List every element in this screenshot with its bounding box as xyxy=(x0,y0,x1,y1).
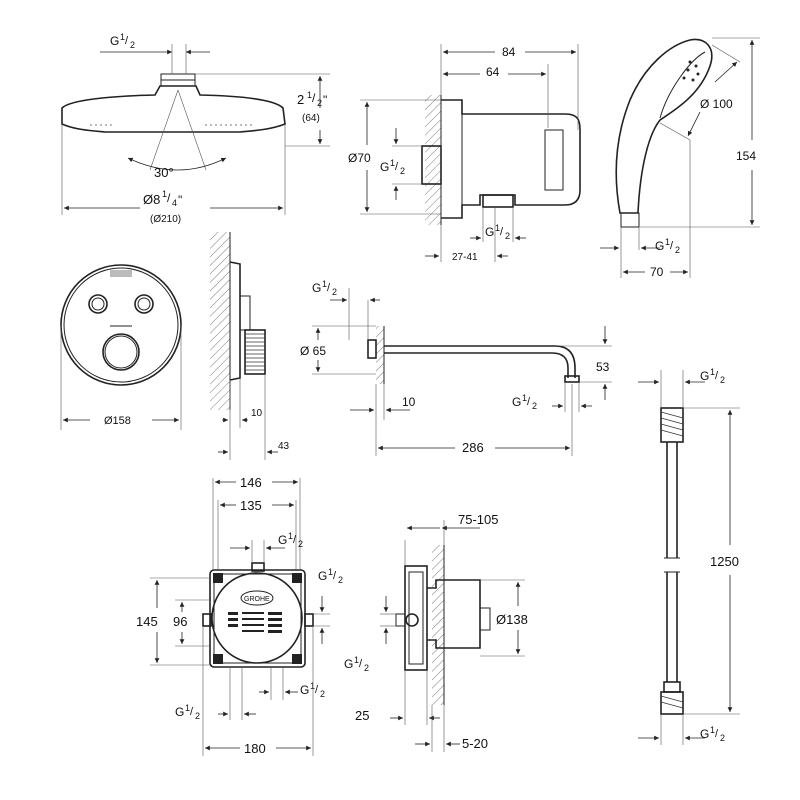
svg-text:/: / xyxy=(312,91,316,105)
head-diameter-inch: Ø8 xyxy=(143,192,160,207)
box-width-inner: 135 xyxy=(240,498,262,513)
side-diameter: Ø138 xyxy=(496,612,528,627)
shower-arm-view: Ø 65 10 286 53 xyxy=(300,279,612,456)
outlet-depth-inner: 64 xyxy=(486,65,500,79)
svg-text:1: 1 xyxy=(162,189,167,199)
head-angle-label: 30° xyxy=(154,165,174,180)
plate-thickness: 10 xyxy=(251,408,263,419)
arm-wall-gap: 10 xyxy=(402,395,416,409)
outlet-range: 27-41 xyxy=(452,252,478,263)
hand-shower-view: Ø 100 154 70 xyxy=(600,37,760,279)
side-offset: 25 xyxy=(355,708,369,723)
wall-outlet-view: 84 64 Ø70 27-41 xyxy=(348,44,581,263)
arm-diameter: Ø 65 xyxy=(300,344,326,358)
control-plate-side-view: 10 43 xyxy=(210,232,290,460)
svg-text:": " xyxy=(178,193,182,207)
outlet-diameter: Ø70 xyxy=(348,151,371,165)
box-width-outer: 146 xyxy=(240,475,262,490)
side-tile-range: 5-20 xyxy=(462,736,488,751)
plate-diameter: Ø158 xyxy=(104,415,131,427)
arm-drop: 53 xyxy=(596,360,610,374)
svg-text:/: / xyxy=(167,191,171,205)
svg-text:2: 2 xyxy=(317,98,322,108)
hand-shower-diameter: Ø 100 xyxy=(700,97,733,111)
box-height-outer: 145 xyxy=(136,614,158,629)
hose-length: 1250 xyxy=(710,554,739,569)
hand-shower-length: 154 xyxy=(736,149,756,163)
control-plate-view: Ø158 xyxy=(60,264,182,430)
hose-view: 1250 xyxy=(638,367,740,745)
rough-in-side-view: 75-105 Ø138 25 5-20 xyxy=(344,512,528,752)
head-shower-view: 30° 2 1 / 2 " (64) Ø8 1 / 4 " (Ø210) xyxy=(61,32,330,225)
head-diameter-mm: (Ø210) xyxy=(150,214,181,225)
svg-text:": " xyxy=(323,93,327,107)
side-depth-range: 75-105 xyxy=(458,512,498,527)
plate-projection: 43 xyxy=(278,441,290,452)
svg-text:1: 1 xyxy=(307,90,312,100)
box-height-inner: 96 xyxy=(173,614,187,629)
outlet-depth-total: 84 xyxy=(502,45,516,59)
arm-length: 286 xyxy=(462,440,484,455)
svg-text:4: 4 xyxy=(172,198,177,208)
head-height-mm: (64) xyxy=(302,113,320,124)
hand-shower-width: 70 xyxy=(650,265,664,279)
head-height-inch: 2 xyxy=(297,92,304,107)
rough-in-brand: GROHE xyxy=(244,596,270,603)
rough-in-box-view: GROHE 146 135 xyxy=(136,475,344,756)
box-bottom-width: 180 xyxy=(244,741,266,756)
